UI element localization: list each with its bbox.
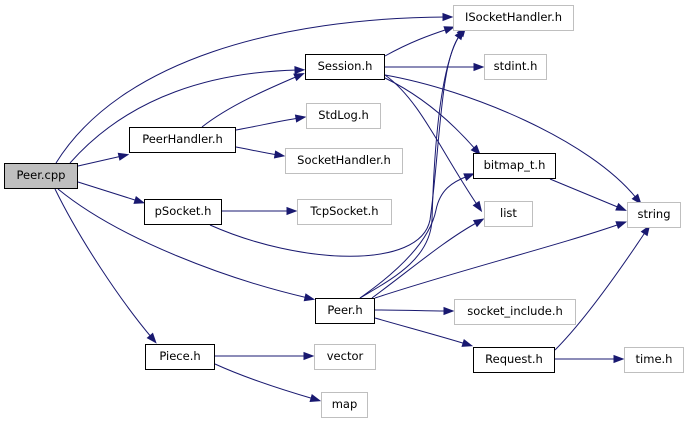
edge-peer-cpp-to-psocket-h-arrowhead bbox=[133, 196, 146, 204]
edge-peer-h-to-bitmap-t-h bbox=[359, 175, 469, 299]
edge-peer-cpp-to-peerhandler-h bbox=[77, 155, 123, 167]
node-session-h[interactable]: Session.h bbox=[305, 54, 385, 80]
edge-session-h-to-isockethandler-h bbox=[384, 28, 449, 57]
node-tcpsocket-h[interactable]: TcpSocket.h bbox=[297, 199, 392, 225]
edge-peerhandler-h-to-stdlog-h bbox=[235, 117, 300, 131]
edge-peer-cpp-to-session-h-arrowhead bbox=[294, 65, 306, 75]
edge-peer-h-to-socket-include-h bbox=[374, 309, 448, 312]
node-peer-h[interactable]: Peer.h bbox=[315, 298, 375, 324]
node-request-h[interactable]: Request.h bbox=[473, 347, 555, 373]
edge-peer-cpp-to-peer-h bbox=[57, 188, 309, 299]
edge-peer-cpp-to-piece-h-arrowhead bbox=[146, 332, 157, 344]
edge-session-h-to-list bbox=[384, 74, 479, 207]
edge-psocket-h-to-isockethandler-h bbox=[209, 34, 461, 257]
edge-session-h-to-string bbox=[384, 74, 638, 200]
node-sockethandler-h[interactable]: SocketHandler.h bbox=[285, 148, 403, 174]
node-map[interactable]: map bbox=[321, 392, 368, 418]
node-list[interactable]: list bbox=[484, 201, 533, 227]
node-psocket-h[interactable]: pSocket.h bbox=[144, 199, 222, 225]
edge-peerhandler-h-to-session-h-arrowhead bbox=[293, 73, 305, 82]
edge-peerhandler-h-to-sockethandler-h bbox=[235, 146, 279, 156]
edge-session-h-to-bitmap-t-h bbox=[384, 77, 477, 151]
edge-session-h-to-list-arrowhead bbox=[472, 200, 483, 213]
edge-piece-h-to-map-arrowhead bbox=[309, 394, 322, 402]
edge-request-h-to-string bbox=[554, 230, 647, 351]
edge-peer-h-to-socket-include-h-arrowhead bbox=[443, 306, 455, 316]
edge-peer-cpp-to-psocket-h bbox=[77, 181, 139, 202]
node-string[interactable]: string bbox=[627, 202, 681, 228]
edge-request-h-to-string-arrowhead bbox=[640, 224, 651, 237]
edge-peer-cpp-to-isockethandler-h-arrowhead bbox=[442, 12, 454, 22]
edge-peer-h-to-request-h bbox=[374, 317, 467, 345]
edge-peer-h-to-bitmap-t-h-arrowhead bbox=[463, 173, 475, 182]
edge-peer-cpp-to-isockethandler-h bbox=[55, 16, 447, 164]
edge-session-h-to-string-arrowhead bbox=[631, 193, 642, 205]
node-vector[interactable]: vector bbox=[314, 344, 376, 370]
edge-request-h-to-time-h-arrowhead bbox=[613, 354, 625, 364]
edge-psocket-h-to-tcpsocket-h-arrowhead bbox=[286, 206, 298, 216]
edge-peer-h-to-string-arrowhead bbox=[615, 221, 628, 230]
edge-peer-h-to-isockethandler-h bbox=[359, 31, 463, 299]
edge-peer-cpp-to-peerhandler-h-arrowhead bbox=[117, 152, 130, 161]
edge-session-h-to-stdint-h-arrowhead bbox=[473, 62, 485, 72]
edge-session-h-to-isockethandler-h-arrowhead bbox=[443, 26, 456, 35]
edge-session-h-to-bitmap-t-h-arrowhead bbox=[470, 144, 481, 156]
node-piece-h[interactable]: Piece.h bbox=[145, 344, 215, 370]
edge-bitmap-t-h-to-string bbox=[549, 178, 621, 209]
edge-peer-h-to-request-h-arrowhead bbox=[461, 339, 474, 347]
node-bitmap-t-h[interactable]: bitmap_t.h bbox=[473, 153, 556, 179]
edge-piece-h-to-map bbox=[214, 363, 315, 400]
edge-peer-h-to-string bbox=[374, 223, 621, 299]
node-socket-include-h[interactable]: socket_include.h bbox=[454, 299, 576, 325]
edge-peer-h-to-list-arrowhead bbox=[472, 218, 485, 228]
edge-piece-h-to-vector-arrowhead bbox=[303, 351, 315, 361]
edge-peerhandler-h-to-stdlog-h-arrowhead bbox=[294, 114, 307, 123]
edge-peer-h-to-list bbox=[371, 221, 479, 299]
node-peer-cpp[interactable]: Peer.cpp bbox=[4, 163, 78, 189]
edge-peer-cpp-to-peer-h-arrowhead bbox=[303, 293, 316, 302]
edge-peerhandler-h-to-sockethandler-h-arrowhead bbox=[273, 150, 286, 159]
edge-peer-cpp-to-session-h bbox=[69, 69, 299, 164]
edge-peer-cpp-to-piece-h bbox=[54, 188, 153, 339]
edge-bitmap-t-h-to-string-arrowhead bbox=[615, 202, 627, 211]
node-stdlog-h[interactable]: StdLog.h bbox=[306, 103, 381, 129]
node-isockethandler-h[interactable]: ISocketHandler.h bbox=[453, 5, 574, 31]
node-peerhandler-h[interactable]: PeerHandler.h bbox=[129, 127, 236, 153]
node-time-h[interactable]: time.h bbox=[624, 347, 684, 373]
edge-peerhandler-h-to-session-h bbox=[201, 75, 299, 128]
node-stdint-h[interactable]: stdint.h bbox=[484, 54, 547, 80]
